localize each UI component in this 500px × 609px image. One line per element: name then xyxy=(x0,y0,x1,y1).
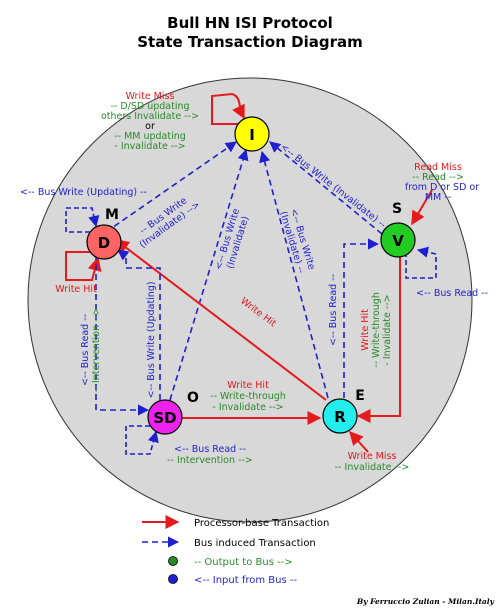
legend-input-dot xyxy=(168,574,178,584)
credit-text: By Ferruccio Zulian - Milan.Italy xyxy=(356,597,495,606)
sd-to-r-annotation: Write Hit -- Write-through - Invalidate … xyxy=(210,380,286,413)
sd-to-d-label: <-- Bus Write (Updating) xyxy=(146,281,157,398)
state-d-node xyxy=(86,224,122,260)
state-r: R E xyxy=(322,388,365,434)
r-to-v-arrow xyxy=(343,238,380,398)
d-self-loop-write-hit-arrow xyxy=(65,251,102,281)
title-line1: Bull HN ISI Protocol xyxy=(167,14,333,32)
i-self-l4: or xyxy=(145,121,155,132)
state-r-letter: E xyxy=(355,388,365,404)
state-sd: SD O xyxy=(147,390,199,435)
i-self-l3: others Invalidate --> xyxy=(101,111,199,122)
i-self-l5: -- MM updating xyxy=(114,131,186,142)
legend-bus-label: Bus induced Transaction xyxy=(194,538,316,549)
r-write-miss-l2: -- Invalidate --> xyxy=(335,462,410,473)
v-read-miss-annotation: Read Miss -- Read --> from D or SD or MM… xyxy=(405,162,479,203)
state-sd-label: SD xyxy=(153,409,176,427)
state-d-label: D xyxy=(98,234,110,252)
d-write-hit-label: Write Hit xyxy=(55,284,97,295)
i-self-l1: Write Miss xyxy=(126,91,175,102)
sd-to-r-l1: Write Hit xyxy=(227,380,269,391)
state-v: V S xyxy=(380,201,416,258)
v-to-r-l2: -- Write-through xyxy=(371,292,382,368)
v-read-miss-l1: Read Miss xyxy=(414,162,462,173)
v-to-i-arrow xyxy=(269,141,383,235)
v-to-r-label: Write Hit -- Write-through - Invalidate … xyxy=(360,292,393,368)
sd-to-r-l3: - Invalidate --> xyxy=(212,402,283,413)
i-self-l6: - Invalidate --> xyxy=(114,141,185,152)
d-to-sd-label: <-- Bus Read -- -- Intervention --> xyxy=(80,307,102,393)
legend-output-dot xyxy=(168,556,178,566)
state-v-label: V xyxy=(392,232,404,250)
sd-to-d-arrow xyxy=(117,249,161,400)
r-to-v-label: <-- Bus Read -- xyxy=(328,274,339,346)
d-bus-write-label: <-- Bus Write (Updating) -- xyxy=(20,187,147,198)
i-self-l2: -- D/SD updating xyxy=(110,101,189,112)
r-write-miss-arrow xyxy=(349,430,369,453)
sd-self-l2: -- Intervention --> xyxy=(167,455,253,466)
sd-to-i-arrow xyxy=(169,148,249,401)
sd-to-r-l2: -- Write-through xyxy=(210,391,286,402)
state-i-node xyxy=(234,116,270,152)
state-d: D M xyxy=(86,207,122,260)
r-write-miss-annotation: Write Miss -- Invalidate --> xyxy=(335,451,410,473)
r-to-i-arrow xyxy=(259,150,329,399)
legend-processor-label: Processor-base Transaction xyxy=(194,518,329,529)
state-sd-letter: O xyxy=(187,390,199,406)
d-to-i-arrow xyxy=(105,141,237,233)
state-sd-node xyxy=(147,399,183,435)
title-line2: State Transaction Diagram xyxy=(137,33,363,51)
state-i: I xyxy=(234,116,270,152)
v-read-miss-arrow xyxy=(411,189,433,226)
v-to-r-l3: - Invalidate --> xyxy=(382,294,393,365)
d-self-loop-bus-arrow xyxy=(65,207,100,233)
v-to-r-l1: Write Hit xyxy=(360,309,371,351)
legend: Processor-base Transaction Bus induced T… xyxy=(142,515,329,586)
d-to-sd-arrow xyxy=(95,254,150,416)
v-bus-read-label: <-- Bus Read -- xyxy=(416,288,488,299)
d-to-sd-l1: <-- Bus Read -- xyxy=(80,314,91,386)
legend-input-label: <-- Input from Bus -- xyxy=(194,575,297,586)
state-i-label: I xyxy=(249,126,255,144)
v-self-loop-arrow xyxy=(405,246,437,279)
v-to-r-arrow xyxy=(356,256,401,423)
state-r-node xyxy=(322,398,358,434)
v-read-miss-l2: -- Read --> xyxy=(412,172,464,183)
d-to-sd-l2: -- Intervention --> xyxy=(91,307,102,393)
legend-output-label: -- Output to Bus --> xyxy=(194,557,293,568)
sd-self-loop-arrow xyxy=(125,425,159,455)
state-d-letter: M xyxy=(105,207,119,223)
state-v-node xyxy=(380,222,416,258)
sd-self-l1: <-- Bus Read -- xyxy=(174,444,246,455)
i-self-annotation: Write Miss -- D/SD updating others Inval… xyxy=(101,91,199,152)
state-v-letter: S xyxy=(392,201,402,217)
v-read-miss-l3: from D or SD or xyxy=(405,182,479,193)
i-self-loop-arrow xyxy=(211,92,245,125)
sd-self-annotation: <-- Bus Read -- -- Intervention --> xyxy=(167,444,253,466)
r-to-d-write-hit-arrow xyxy=(114,239,327,401)
r-write-miss-l1: Write Miss xyxy=(348,451,397,462)
state-r-label: R xyxy=(334,408,346,426)
v-read-miss-l4: MM -- xyxy=(425,192,451,203)
